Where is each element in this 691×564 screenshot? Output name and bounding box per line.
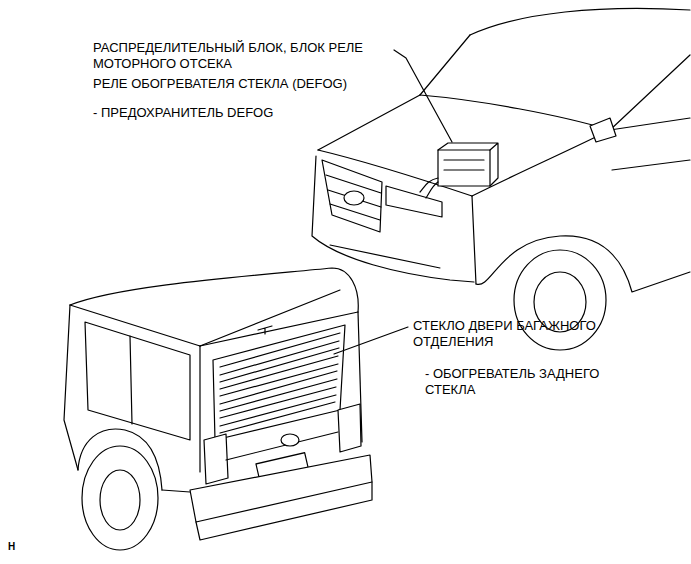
front-vehicle: [312, 8, 690, 350]
figure-code: H: [8, 541, 15, 553]
callout-label: - ОБОГРЕВАТЕЛЬ ЗАДНЕГО СТЕКЛА: [425, 366, 615, 398]
callout-label: РЕЛЕ ОБОГРЕВАТЕЛЯ СТЕКЛА (DEFOG): [93, 76, 347, 92]
callout-label: - ПРЕДОХРАНИТЕЛЬ DEFOG: [93, 105, 273, 121]
rear-vehicle: [64, 268, 408, 550]
callout-label: РАСПРЕДЕЛИТЕЛЬНЫЙ БЛОК, БЛОК РЕЛЕ МОТОРН…: [93, 40, 413, 72]
callout-label: СТЕКЛО ДВЕРИ БАГАЖНОГО ОТДЕЛЕНИЯ: [413, 318, 628, 350]
